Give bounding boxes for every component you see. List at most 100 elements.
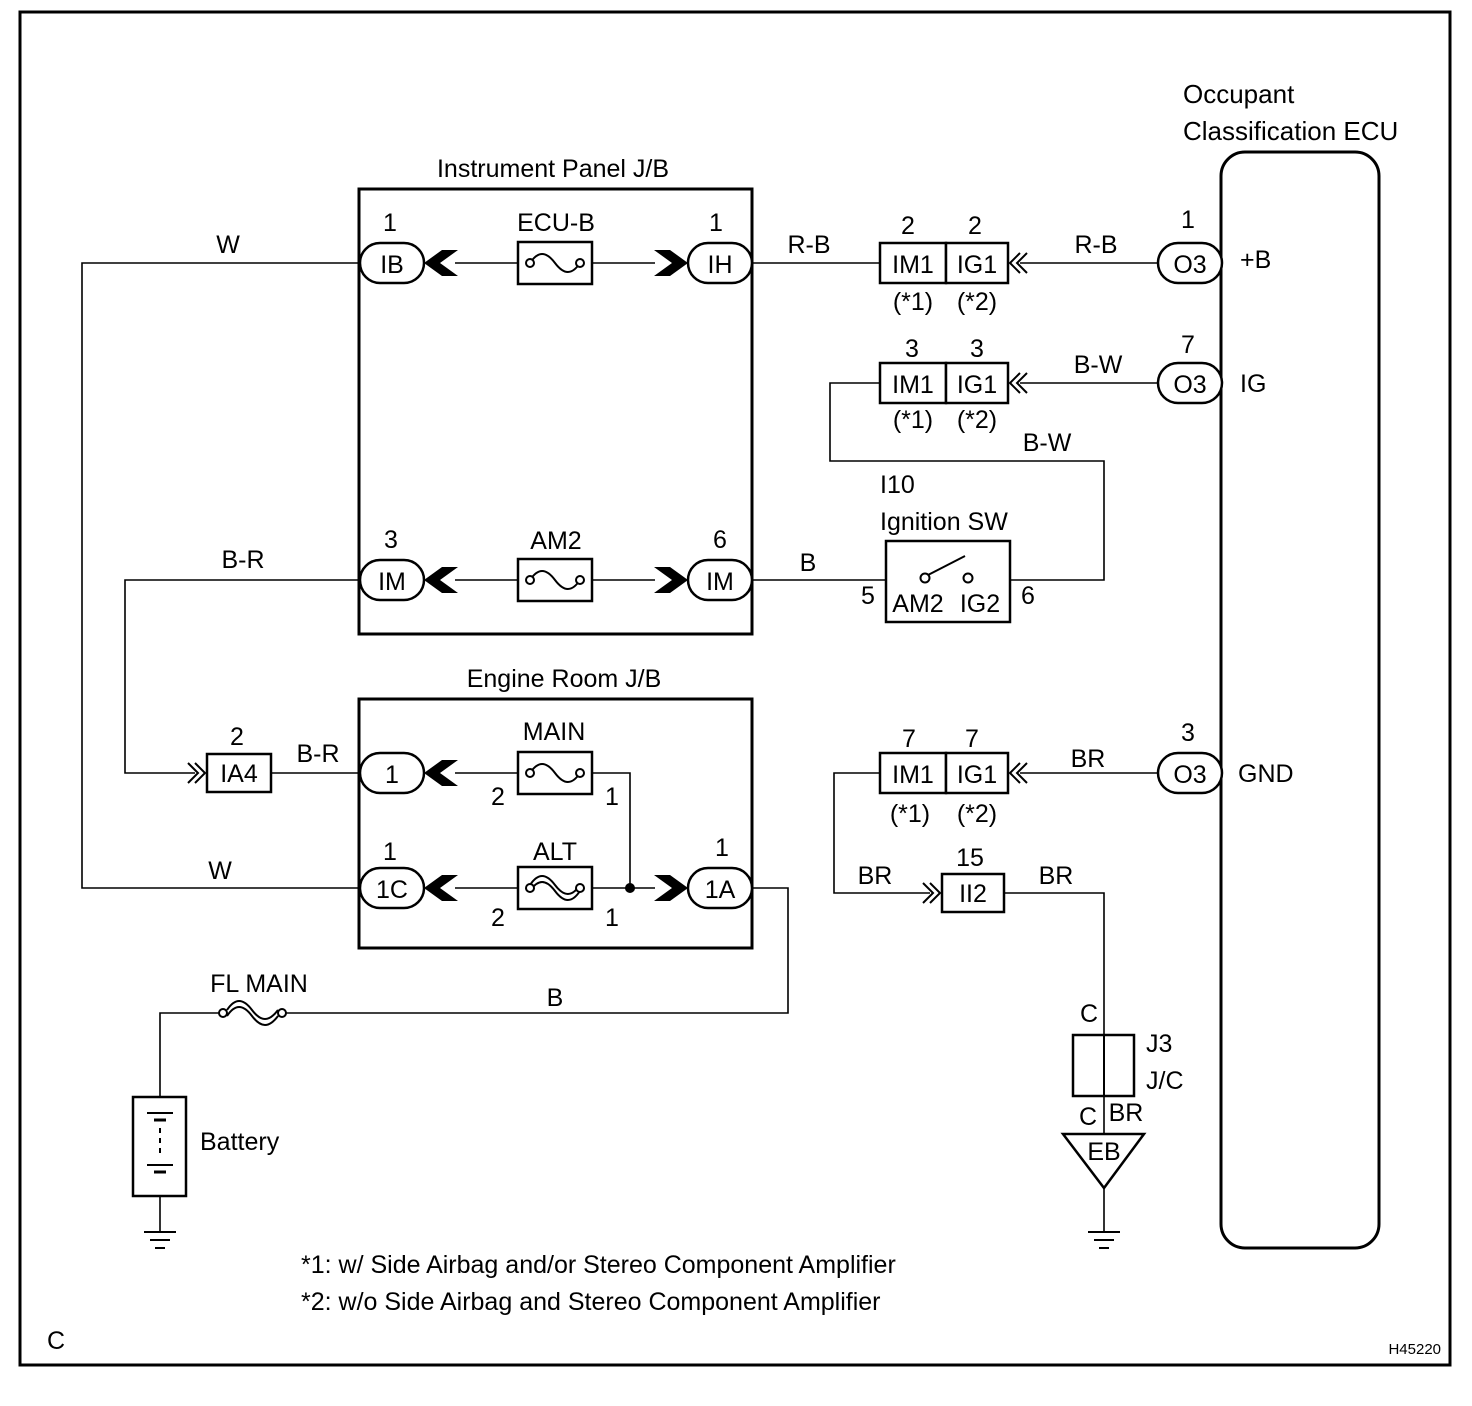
connector-ih-pin: 1 (709, 209, 723, 237)
ignition-ig2-label: IG2 (960, 590, 1000, 618)
ground-icon (144, 1231, 176, 1249)
ecu-title-line2: Classification ECU (1183, 116, 1398, 146)
connector-1a (686, 866, 754, 910)
connector-im-right-label: IM (706, 568, 734, 596)
fuse-am2-icon (529, 570, 581, 590)
connector-ig1-label: IG1 (957, 761, 997, 789)
ignition-contact-ig2 (962, 572, 974, 584)
connector-o3-gnd-pin: 3 (1181, 719, 1195, 747)
ecu-title-line1: Occupant (1183, 79, 1295, 109)
fuse-main-label: MAIN (523, 718, 586, 746)
ignition-contact-am2 (919, 572, 931, 584)
connector-ig1-pin: 2 (968, 212, 982, 240)
instrument-panel-jb (357, 187, 754, 636)
connector-1-label: 1 (385, 761, 399, 789)
im1-ig1-row-3: IM1 IG1 7 7 (*1) (*2) (878, 725, 1010, 828)
wire-w (81, 262, 362, 889)
connector-ib-label: IB (380, 251, 404, 279)
connector-im-left-pin: 3 (384, 526, 398, 554)
connector-ig1 (944, 361, 1010, 405)
connector-ih-label: IH (708, 251, 733, 279)
connector-ig1 (944, 751, 1010, 795)
wires (81, 262, 1158, 1232)
jc-name: J/C (1146, 1067, 1184, 1095)
instrument-panel-jb-title: Instrument Panel J/B (437, 155, 669, 183)
note2-mark: (*2) (957, 800, 997, 828)
connector-ig1-pin: 7 (965, 725, 979, 753)
wire-b-battery (285, 887, 789, 1014)
fuse-main-icon (529, 763, 581, 783)
ignition-name: Ignition SW (880, 508, 1008, 536)
fuse-alt-left-pin: 2 (491, 904, 505, 932)
ignition-switch (884, 539, 1012, 624)
wire-fl-battery (159, 1012, 220, 1098)
wire-label-br-ii2-right: BR (1039, 862, 1074, 890)
wire-b-r-left (124, 579, 362, 774)
connector-ia4 (205, 752, 273, 794)
connector-o3-b-label: O3 (1173, 251, 1206, 279)
connector-ia4-pin: 2 (230, 723, 244, 751)
im1-ig1-row-1: IM1 IG1 2 2 (*1) (*2) (878, 212, 1010, 316)
note1-mark: (*1) (890, 800, 930, 828)
diagram-frame (18, 10, 1452, 1367)
connector-im1-pin: 3 (905, 335, 919, 363)
connector-ii2-label: II2 (959, 880, 987, 908)
connector-ig1-label: IG1 (957, 251, 997, 279)
wire-label-b-r-left: B-R (221, 546, 264, 574)
connector-im1 (878, 751, 948, 795)
footnote-1: *1: w/ Side Airbag and/or Stereo Compone… (301, 1251, 896, 1279)
battery-icon (147, 1112, 173, 1174)
connector-ia4-label: IA4 (220, 760, 258, 788)
corner-mark: C (47, 1327, 65, 1355)
wire-label-b-w-loop: B-W (1023, 429, 1072, 457)
connector-im-left-label: IM (378, 568, 406, 596)
ignition-right-pin: 6 (1021, 582, 1035, 610)
fuse-am2-label: AM2 (530, 527, 581, 555)
connector-im1 (878, 241, 948, 285)
note1-mark: (*1) (893, 406, 933, 434)
ignition-am2-label: AM2 (892, 590, 943, 618)
engine-room-jb-title: Engine Room J/B (467, 665, 662, 693)
note2-mark: (*2) (957, 288, 997, 316)
occupant-classification-ecu (1219, 150, 1381, 1250)
fuse-ecu-b-label: ECU-B (517, 209, 595, 237)
wire-main-junction (592, 772, 631, 888)
connector-o3-ig-pin: 7 (1181, 331, 1195, 359)
jc-top-pin: C (1080, 1000, 1098, 1028)
ecu-pin-gnd-label: GND (1238, 760, 1294, 788)
wire-label-b-battery: B (547, 984, 564, 1012)
ground-point-eb-label: EB (1087, 1138, 1120, 1166)
figure-id: H45220 (1388, 1341, 1441, 1358)
connector-o3-b (1156, 241, 1224, 285)
note1-mark: (*1) (893, 288, 933, 316)
ecu-pin-b-label: +B (1240, 246, 1271, 274)
connector-1a-pin: 1 (715, 834, 729, 862)
im1-ig1-row-2: IM1 IG1 3 3 (*1) (*2) (878, 335, 1010, 434)
battery (131, 1095, 188, 1198)
connector-im1-label: IM1 (892, 371, 934, 399)
ignition-id: I10 (880, 471, 915, 499)
connector-ii2 (940, 872, 1006, 914)
junction-dot (625, 883, 635, 893)
connector-1 (358, 751, 426, 795)
wire-label-r-b-right: R-B (1074, 231, 1117, 259)
wire-label-br-ii2-left: BR (858, 862, 893, 890)
fuse-alt-label: ALT (533, 838, 577, 866)
wire-br-ii2-left (833, 772, 930, 894)
connector-o3-gnd (1156, 751, 1224, 795)
wire-labels: W W R-B R-B B-W B-W B-R B-R B B BR BR BR (208, 231, 1123, 1012)
connector-o3-gnd-label: O3 (1173, 761, 1206, 789)
ignition-switch-lever (927, 555, 966, 576)
wire-label-r-b-left: R-B (787, 231, 830, 259)
receptacle-marks (187, 252, 1028, 904)
fuse-alt-right-pin: 1 (605, 904, 619, 932)
wire-br-ii2-right (1004, 892, 1105, 1035)
connector-ig1-pin: 3 (970, 335, 984, 363)
connector-o3-ig-label: O3 (1173, 371, 1206, 399)
battery-label: Battery (200, 1128, 280, 1156)
connector-o3-b-pin: 1 (1181, 206, 1195, 234)
connector-o3-ig (1156, 361, 1224, 405)
fl-main-label: FL MAIN (210, 970, 308, 998)
fl-main-fuse (218, 1000, 287, 1026)
wire-label-b-ign: B (800, 549, 817, 577)
